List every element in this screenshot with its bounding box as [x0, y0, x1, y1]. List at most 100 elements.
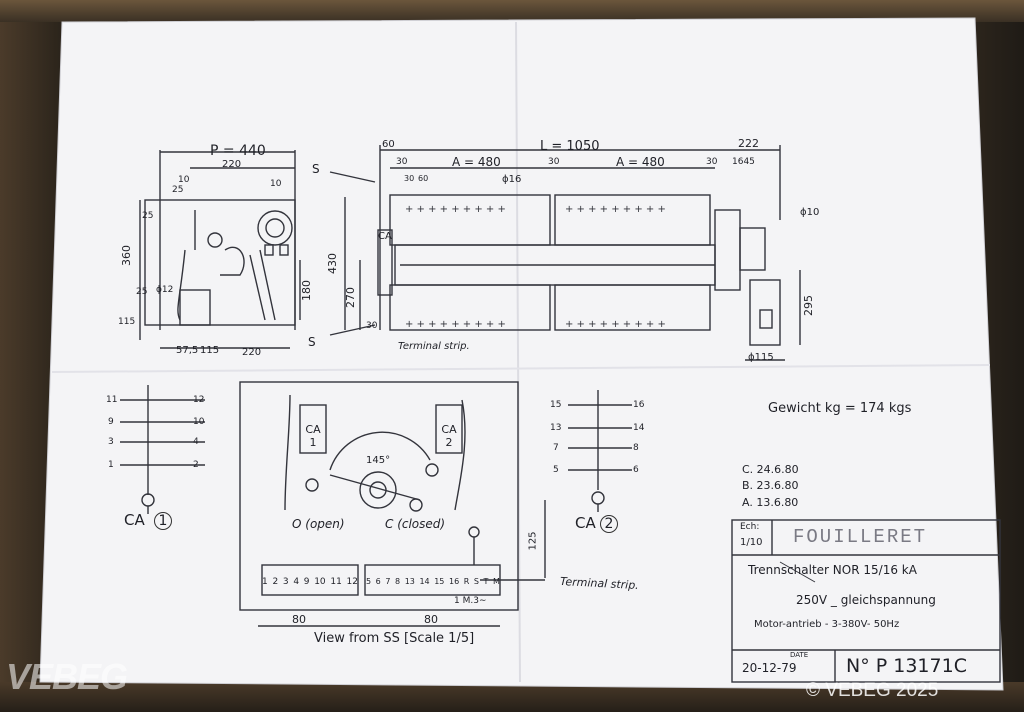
terminal-strip-label-top: Terminal strip. — [398, 341, 470, 352]
ca1-left-3: 3 — [108, 437, 114, 447]
scale-label: Ech: — [740, 522, 760, 532]
title-line-3: Motor-antrieb - 3-380V- 50Hz — [754, 619, 900, 630]
dim-115-bottom: 115 — [200, 345, 220, 356]
dim-25-b: 25 — [142, 211, 154, 221]
motor-label: 1 M.3∼ — [454, 596, 487, 606]
wood-plank-top — [0, 0, 1024, 22]
dim-phi16: ϕ16 — [502, 174, 522, 185]
terminal-R: R — [463, 577, 470, 586]
dim-30-c: 30 — [706, 157, 718, 167]
ca1-right-12: 12 — [193, 395, 205, 405]
dim-A-2: A = 480 — [616, 155, 665, 169]
terminal-14: 14 — [419, 577, 430, 586]
terminal-4: 4 — [293, 577, 300, 587]
drawing-date: 20-12-79 — [742, 661, 797, 675]
revision-a: A. 13.6.80 — [742, 496, 799, 509]
weight-note: Gewicht kg = 174 kgs — [768, 401, 912, 416]
ca2-right-14: 14 — [633, 423, 645, 433]
terminal-7: 7 — [385, 577, 391, 586]
dim-80-right: 80 — [424, 613, 438, 626]
terminal-12: 12 — [346, 577, 358, 587]
dim-phi12: ϕ12 — [156, 285, 174, 295]
open-label: O (open) — [292, 517, 345, 531]
terminal-16: 16 — [448, 577, 460, 586]
ca2-left-7: 7 — [553, 443, 559, 453]
ca1-right-2: 2 — [193, 460, 199, 470]
terminal-6: 6 — [375, 577, 381, 586]
terminal-10: 10 — [314, 577, 326, 587]
terminal-S: S — [473, 577, 479, 586]
side-view — [329, 145, 801, 361]
terminal-M: M — [493, 577, 500, 586]
view-from-ss — [239, 381, 546, 627]
dim-1645: 1645 — [732, 157, 755, 167]
terminal-block-left: 1 2 3 4 9 10 11 12 — [262, 578, 358, 587]
dim-phi115: ϕ115 — [748, 352, 774, 363]
ca2-left-13: 13 — [550, 423, 562, 433]
dim-L: L = 1050 — [540, 139, 600, 154]
scale-value: 1/10 — [740, 537, 763, 548]
ca2-right-6: 6 — [633, 465, 639, 475]
terminal-3: 3 — [282, 577, 289, 587]
dim-220-top: 220 — [222, 159, 242, 170]
closed-label: C (closed) — [385, 517, 446, 531]
dim-A-1: A = 480 — [452, 155, 501, 169]
ca2-right-8: 8 — [633, 443, 639, 453]
terminal-T: T — [483, 577, 489, 586]
dim-222: 222 — [738, 137, 759, 150]
ca1-left-11: 11 — [106, 395, 118, 405]
view-caption: View from SS [Scale 1/5] — [314, 631, 475, 646]
terminal-2: 2 — [272, 577, 279, 587]
terminal-13: 13 — [404, 577, 415, 586]
dim-60-b: 60 — [418, 174, 429, 183]
ca2-number: 2 — [600, 515, 618, 533]
dim-80-left: 80 — [292, 613, 306, 626]
dim-360: 360 — [120, 245, 133, 266]
dim-180: 180 — [300, 280, 313, 301]
date-label: DATE — [790, 651, 809, 659]
ca2-box-num: 2 — [445, 436, 453, 449]
dim-30-a: 30 — [396, 157, 408, 167]
terminal-11: 11 — [330, 577, 342, 587]
terminal-8: 8 — [395, 577, 401, 586]
ca2-left-15: 15 — [550, 400, 562, 410]
section-mark-bottom: S — [308, 335, 316, 349]
dim-270: 270 — [344, 287, 357, 308]
dim-220-bottom: 220 — [242, 347, 262, 358]
ca2-left-5: 5 — [553, 465, 559, 475]
dim-125: 125 — [527, 531, 539, 551]
left-end-view — [139, 150, 301, 349]
ca1-box-num: 1 — [309, 436, 317, 449]
terminal-9: 9 — [303, 577, 310, 587]
company-stamp: FOUILLERET — [793, 526, 928, 548]
dim-10-b: 10 — [270, 179, 282, 189]
dim-P: P = 440 — [210, 143, 266, 159]
title-line-1: Trennschalter NOR 15/16 kA — [748, 563, 917, 577]
dim-30-left: 30 — [366, 321, 378, 331]
svg-text:+ + + + + + + + +: + + + + + + + + + — [565, 204, 666, 215]
svg-text:+ + + + + + + + +: + + + + + + + + + — [405, 319, 506, 330]
title-block-frame — [731, 519, 1001, 683]
dim-295: 295 — [802, 295, 815, 316]
dim-25-a: 25 — [172, 185, 184, 195]
ca2-box-label: CA 2 — [438, 424, 460, 448]
dim-430: 430 — [326, 253, 339, 274]
drawing-number: N° P 13171C — [846, 655, 967, 677]
angle-label: 145° — [366, 455, 391, 466]
revision-c: C. 24.6.80 — [742, 463, 799, 476]
dim-10-a: 10 — [178, 175, 190, 185]
section-mark-top: S — [312, 162, 320, 176]
terminal-15: 15 — [434, 577, 445, 586]
title-line-2: 250V _ gleichspannung — [796, 593, 936, 607]
terminal-5: 5 — [366, 577, 372, 586]
ca2-right-16: 16 — [633, 400, 645, 410]
terminal-block-right: 5 6 7 8 13 14 15 16 R S T M — [366, 578, 500, 586]
dim-phi10: ϕ10 — [800, 207, 820, 218]
ca-label-side: CA — [378, 231, 392, 242]
vebeg-logo-watermark: VEBEG — [6, 656, 128, 697]
dim-57-5: 57,5 — [176, 345, 199, 356]
ca1-box-ca: CA — [305, 423, 321, 436]
ca1-label: CA — [124, 511, 145, 529]
terminal-1: 1 — [262, 577, 268, 587]
